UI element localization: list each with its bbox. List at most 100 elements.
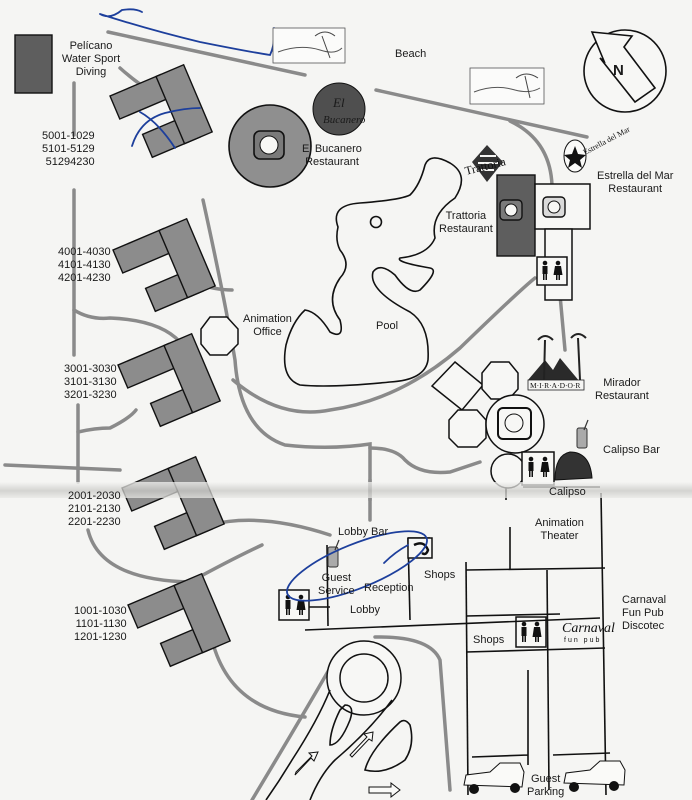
walkways (3, 30, 589, 800)
room-block-4-label: 4001-4030 4101-4130 4201-4230 (58, 246, 111, 285)
animation-office-label: Animation Office (243, 313, 292, 339)
beach-illustration-right (469, 67, 545, 105)
restroom-icon-trattoria (542, 260, 563, 280)
room-range: 2001-2030 (68, 490, 121, 502)
room-range: 4101-4130 (58, 259, 111, 271)
beach-road (374, 88, 589, 139)
room-range: 3201-3230 (64, 389, 117, 401)
carnaval-logo: Carnaval fun pub (562, 621, 615, 644)
beach-label: Beach (395, 48, 427, 60)
estrella-logo: Estrella del Mar (563, 124, 632, 173)
compass-label: N (613, 62, 624, 79)
estrella-label-line2: Restaurant (608, 183, 663, 195)
carnaval-logo-text: Carnaval (562, 621, 615, 636)
guest-parking-label-line2: Parking (527, 786, 565, 798)
pool-label: Pool (376, 320, 399, 332)
mirador-complex (430, 360, 600, 500)
guest-service-label: Guest Service (318, 572, 355, 598)
estrella-label-line1: Estrella del Mar (597, 170, 674, 182)
room-block-2 (121, 455, 226, 551)
restroom-box-trattoria (536, 256, 568, 286)
guest-parking-label-line1: Guest (530, 773, 561, 785)
el-bucanero-logo: El Bucanero (312, 82, 366, 136)
paper-fold-crease (0, 482, 692, 498)
animation-theater-label-line1: Animation (535, 517, 584, 529)
lobby-approach (208, 518, 332, 537)
shops-label-upper: Shops (424, 569, 456, 581)
estrella-path (508, 119, 554, 187)
mirador-label: Mirador Restaurant (595, 377, 649, 403)
mirador-logo-text: M·I·R·A·D·O·R (530, 381, 580, 390)
room-block-4 (112, 217, 217, 313)
car-icon-right (563, 760, 626, 792)
estrella-label: Estrella del Mar Restaurant (597, 170, 673, 196)
animation-theater-label-line2: Theater (540, 530, 579, 542)
beach-illustration-left (272, 27, 346, 64)
room-range: 1001-1030 (74, 605, 127, 617)
animation-office-label-line1: Animation (243, 313, 292, 325)
room-range: 5101-5129 (42, 143, 95, 155)
room-range: 4001-4030 (58, 246, 111, 258)
el-bucanero-logo-name: Bucanero (323, 114, 366, 126)
el-bucanero-label-line1: El Bucanero (302, 143, 362, 155)
reception-phone-icon (413, 542, 430, 556)
room-range: 51294230 (45, 156, 95, 168)
shops-label-lower: Shops (473, 634, 505, 646)
room-block-1-label: 1001-1030 1101-1130 1201-1230 (74, 605, 127, 644)
guest-service-label-line1: Guest (321, 572, 352, 584)
pool-island (369, 215, 383, 229)
trattoria-building (496, 174, 536, 257)
room-block-2-label: 2001-2030 2101-2130 2201-2230 (68, 490, 121, 529)
carnaval-label: Carnaval Fun Pub Discotec (622, 594, 666, 633)
el-bucanero-logo-el: El (332, 95, 345, 110)
animation-theater-label: Animation Theater (535, 517, 584, 543)
beach-path (106, 30, 307, 77)
pen-scribble-block5 (131, 107, 201, 149)
mirador-label-line1: Mirador (603, 377, 641, 389)
trattoria-label: Trattoria Restaurant (439, 210, 493, 236)
theater-walls (465, 492, 611, 796)
room-block-5 (109, 63, 214, 159)
el-bucanero-label-line2: Restaurant (305, 156, 359, 168)
road-loop (373, 635, 452, 792)
room-block-3-label: 3001-3030 3101-3130 3201-3230 (64, 363, 117, 402)
room-block-3 (117, 332, 222, 428)
roundabout (265, 640, 413, 800)
block3-connector (72, 308, 182, 344)
guest-parking-label: Guest Parking (527, 773, 564, 799)
lobby-west (3, 463, 122, 472)
lobby-label: Lobby (350, 604, 380, 616)
calipso-label: Calipso (549, 486, 586, 498)
pelicano-building (14, 34, 53, 94)
el-bucanero-restaurant (228, 104, 312, 188)
compass-north-arrow (583, 29, 667, 113)
room-range: 4201-4230 (58, 272, 111, 284)
restroom-path (558, 293, 567, 352)
estrella-logo-text: Estrella del Mar (582, 124, 632, 156)
pelicano-label-line3: Diving (75, 66, 107, 78)
pelicano-label-line1: Pelícano (69, 40, 113, 52)
pool-surround (231, 276, 537, 414)
guest-service-label-line2: Service (318, 585, 355, 597)
mirador-label-line2: Restaurant (595, 390, 649, 402)
block1-path (210, 638, 307, 719)
pool-outline (283, 157, 463, 387)
room-block-1 (127, 572, 232, 668)
el-bucanero-label: El Bucanero Restaurant (302, 143, 362, 169)
carnaval-label-line1: Carnaval (622, 594, 667, 606)
room-range: 1201-1230 (74, 631, 127, 643)
restroom-icon-lobby (285, 594, 306, 615)
road-west (250, 666, 332, 800)
trattoria-label-line1: Trattoria (445, 210, 487, 222)
restroom-icon-calipso (528, 456, 550, 477)
central-path (201, 198, 372, 522)
room-block-5-label: 5001-1029 5101-5129 51294230 (42, 130, 95, 169)
carnaval-logo-sub: fun pub (564, 637, 601, 644)
estrella-building (534, 183, 591, 301)
room-range: 3001-3030 (64, 363, 117, 375)
car-icon-left (463, 762, 525, 794)
pelicano-label-line2: Water Sport (61, 53, 121, 65)
pen-circle-lobby (286, 530, 428, 602)
room-range: 2101-2130 (68, 503, 121, 515)
